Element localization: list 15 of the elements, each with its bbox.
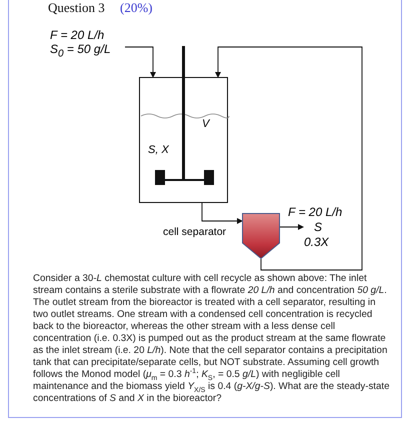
- flow-label: 0.3X: [304, 235, 329, 249]
- question-text: Consider a 30-L chemostat culture with cell recycle as shown above: The inlet stream contains a sterile substrate with a flowrate 20 L/h and concentration 50 g/L. The outlet stream from the bioreactor is treated with a cell separator, resulting in two outlet streams. One stream with a condensed cell concentration is recycled back to the bioreactor, whereas the other stream with a less dense cell concentration (i.e. 0.3X) is pumped out as the product stream at the same flowrate as the inlet stream (i.e. 20 L/h). Note that the cell separator contains a precipitation tank that can precipitate/separate cells, but NOT substrate. Assuming cell growth follows the Monod model (μ$_{m}$ = 0.3 h$^{-1}$; K$_{S}$, = 0.5 g/L) with negligible cell maintenance and the biomass yield Y$_{X/S}$ is 0.4 (g-X/g-S). What are the steady-state concentrations of S and X in the bioreactor?: [33, 273, 390, 405]
- flow-arrow: [202, 202, 243, 224]
- flow-label: S$_{0}$ = 50 g/L: [50, 42, 111, 60]
- separator-label: cell separator: [163, 226, 226, 238]
- question-heading: Question 3: [48, 0, 105, 16]
- score-label: (20%): [120, 0, 152, 16]
- flow-arrow: [124, 46, 156, 78]
- flow-arrow: [280, 224, 304, 230]
- flow-arrow: [215, 46, 362, 270]
- flow-label: F = 20 L/h: [288, 205, 342, 219]
- flow-label: S: [314, 220, 322, 234]
- volume-label: V: [202, 118, 210, 130]
- flow-label: F = 20 L/h: [50, 28, 104, 42]
- concentration-label: S, X: [148, 144, 169, 156]
